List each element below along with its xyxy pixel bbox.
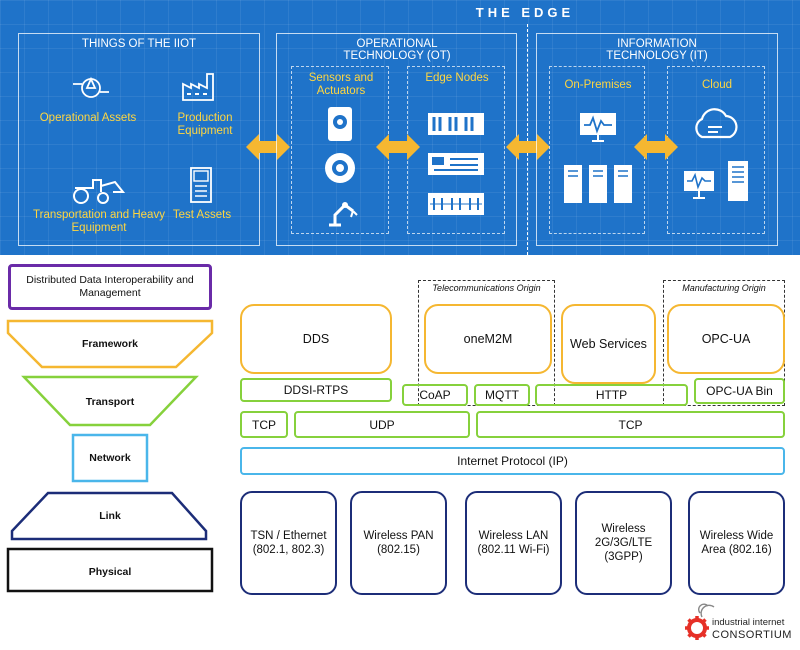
- edge-nodes-label: Edge Nodes: [425, 72, 489, 84]
- link-shape: [10, 491, 208, 541]
- cloud-icon: [690, 107, 742, 141]
- dds-box: DDS: [240, 304, 392, 374]
- wireless-pan-box: Wireless PAN (802.15): [350, 491, 447, 595]
- monitor-icon: [682, 167, 716, 201]
- tcp-box: TCP: [240, 411, 288, 438]
- network-label: Network: [89, 452, 131, 464]
- robot-arm-icon: [323, 193, 359, 229]
- edge-node-controller-icon: [426, 149, 486, 179]
- edge-divider: [527, 24, 528, 255]
- monitor-icon: [578, 111, 618, 143]
- double-arrow-icon: [246, 132, 290, 162]
- ddsi-rtps-box: DDSI-RTPS: [240, 378, 392, 402]
- transportation-label: Transportation and Heavy Equipment: [33, 209, 165, 234]
- factory-icon: [181, 70, 221, 102]
- server-rack-icon: [562, 163, 634, 205]
- tsn-ethernet-box: TSN / Ethernet (802.1, 802.3): [240, 491, 337, 595]
- network-shape: [71, 433, 149, 483]
- wireless-cellular-box: Wireless 2G/3G/LTE (3GPP): [575, 491, 672, 595]
- coap-box: CoAP: [402, 384, 468, 406]
- opc-ua-bin-box: OPC-UA Bin: [694, 378, 785, 404]
- ot-title: OPERATIONAL TECHNOLOGY (OT): [343, 38, 451, 62]
- internet-protocol-box: Internet Protocol (IP): [240, 447, 785, 475]
- iic-logo: industrial internet CONSORTIUM: [684, 603, 796, 645]
- production-equipment-label: Production Equipment: [177, 112, 233, 137]
- manufacturing-origin-label: Manufacturing Origin: [668, 283, 780, 293]
- double-arrow-icon: [634, 132, 678, 162]
- actuator-ring-icon: [323, 151, 357, 185]
- onem2m-box: oneM2M: [424, 304, 552, 374]
- framework-label: Framework: [81, 338, 139, 350]
- logo-line2: CONSORTIUM: [712, 629, 792, 641]
- transport-label: Transport: [85, 396, 135, 408]
- on-premises-box: On-Premises: [549, 66, 645, 234]
- funnel-shapes: [6, 319, 214, 593]
- operational-assets-icon: [69, 74, 113, 102]
- http-box: HTTP: [535, 384, 688, 406]
- sensors-actuators-label: Sensors and Actuators: [308, 72, 374, 97]
- cloud-label: Cloud: [701, 79, 733, 91]
- gear-icon: [685, 616, 709, 640]
- iiot-title: THINGS OF THE IIOT: [81, 38, 197, 50]
- physical-label: Physical: [88, 566, 132, 578]
- server-icon: [726, 159, 750, 203]
- physical-shape: [6, 547, 214, 593]
- telecom-origin-label: Telecommunications Origin: [424, 283, 549, 293]
- double-arrow-icon: [376, 132, 420, 162]
- signal-waves-icon: [698, 603, 715, 618]
- it-title: INFORMATION TECHNOLOGY (IT): [606, 38, 708, 62]
- on-premises-label: On-Premises: [564, 79, 632, 91]
- operational-assets-label: Operational Assets: [39, 112, 137, 124]
- transport-shape: [21, 375, 199, 427]
- framework-shape: [6, 319, 214, 369]
- sensors-actuators-box: Sensors and Actuators: [291, 66, 389, 234]
- edge-node-plc-icon: [426, 189, 486, 219]
- data-interoperability-box: Distributed Data Interoperability and Ma…: [8, 264, 212, 310]
- double-arrow-icon: [506, 132, 550, 162]
- mqtt-box: MQTT: [474, 384, 530, 406]
- edge-title: THE EDGE: [475, 5, 575, 20]
- opc-ua-box: OPC-UA: [667, 304, 785, 374]
- udp-box: UDP: [294, 411, 470, 438]
- edge-node-device-icon: [426, 109, 486, 139]
- edge-nodes-box: Edge Nodes: [407, 66, 505, 234]
- wireless-lan-box: Wireless LAN (802.11 Wi-Fi): [465, 491, 562, 595]
- iiot-panel: THINGS OF THE IIOT Operational Assets Pr…: [18, 33, 260, 246]
- sensor-camera-icon: [325, 105, 355, 143]
- edge-architecture-panel: THE EDGE THINGS OF THE IIOT Operational …: [0, 0, 800, 255]
- link-label: Link: [99, 510, 121, 522]
- test-assets-icon: [189, 166, 213, 204]
- logo-line1: industrial internet: [712, 617, 785, 628]
- wireless-wide-area-box: Wireless Wide Area (802.16): [688, 491, 785, 595]
- web-services-box: Web Services: [561, 304, 656, 384]
- test-assets-label: Test Assets: [172, 209, 232, 221]
- tcp-box: TCP: [476, 411, 785, 438]
- cloud-box: Cloud: [667, 66, 765, 234]
- heavy-equipment-icon: [69, 174, 125, 204]
